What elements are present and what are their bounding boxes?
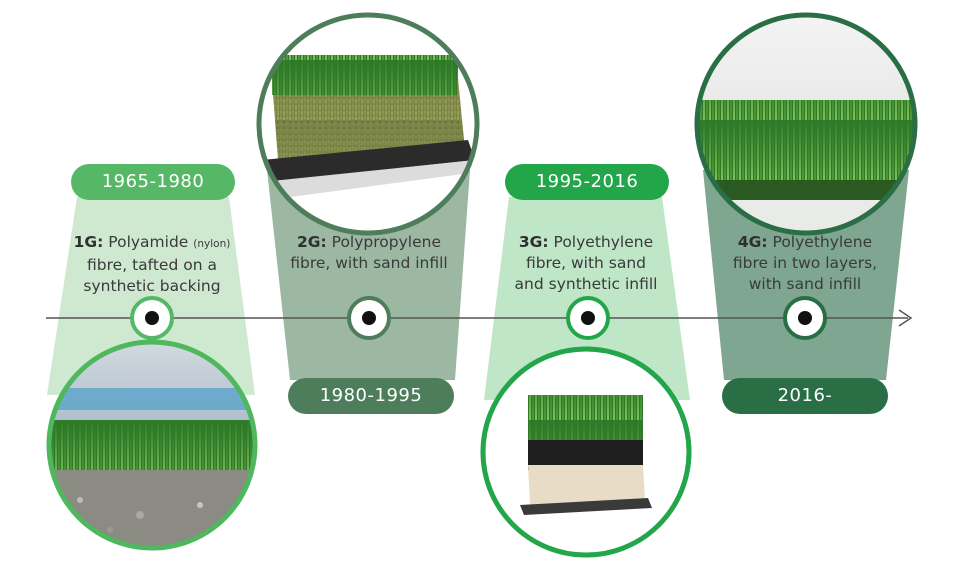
era1-panel — [47, 197, 255, 395]
era1-line3: synthetic backing — [83, 277, 221, 295]
era4-line1: Polyethylene — [772, 233, 873, 251]
era3-marker — [566, 296, 610, 340]
era4-image-ring — [694, 12, 918, 236]
era1-line1-small: (nylon) — [193, 238, 231, 250]
era4-gen: 4G: — [737, 233, 768, 251]
era3-description: 3G: Polyethylene fibre, with sand and sy… — [491, 232, 681, 295]
era1-gen: 1G: — [73, 233, 104, 251]
era3-line2: fibre, with sand — [525, 254, 647, 272]
era4-description: 4G: Polyethylene fibre in two layers, wi… — [710, 232, 900, 295]
era2-description: 2G: Polypropylene fibre, with sand infil… — [274, 232, 464, 274]
era2-years-pill: 1980-1995 — [288, 378, 454, 414]
era4-years-pill: 2016- — [722, 378, 888, 414]
era1-years-pill: 1965-1980 — [71, 164, 235, 200]
era1-image-ring — [46, 339, 258, 551]
era2-line2: fibre, with sand infill — [290, 254, 448, 272]
era3-line1: Polyethylene — [553, 233, 654, 251]
era1-marker — [130, 296, 174, 340]
era2-line1: Polypropylene — [331, 233, 441, 251]
timeline-arrowhead — [898, 309, 913, 327]
era3-image-ring — [480, 346, 692, 558]
era2-gen: 2G: — [297, 233, 327, 251]
era3-turf-image — [483, 349, 689, 555]
era4-marker — [783, 296, 827, 340]
era4-line3: with sand infill — [748, 275, 862, 293]
era4-line2: fibre in two layers, — [732, 254, 878, 272]
era2-image-ring — [256, 12, 480, 236]
era3-years-pill: 1995-2016 — [505, 164, 669, 200]
era1-line1: Polyamide — [108, 233, 189, 251]
era2-marker — [347, 296, 391, 340]
era2-turf-image — [259, 15, 477, 233]
era1-line2: fibre, tafted on a — [87, 256, 217, 274]
era3-line3: and synthetic infill — [514, 275, 658, 293]
era1-turf-image — [49, 342, 255, 548]
era3-gen: 3G: — [518, 233, 549, 251]
era1-description: 1G: Polyamide (nylon) fibre, tafted on a… — [57, 232, 247, 297]
